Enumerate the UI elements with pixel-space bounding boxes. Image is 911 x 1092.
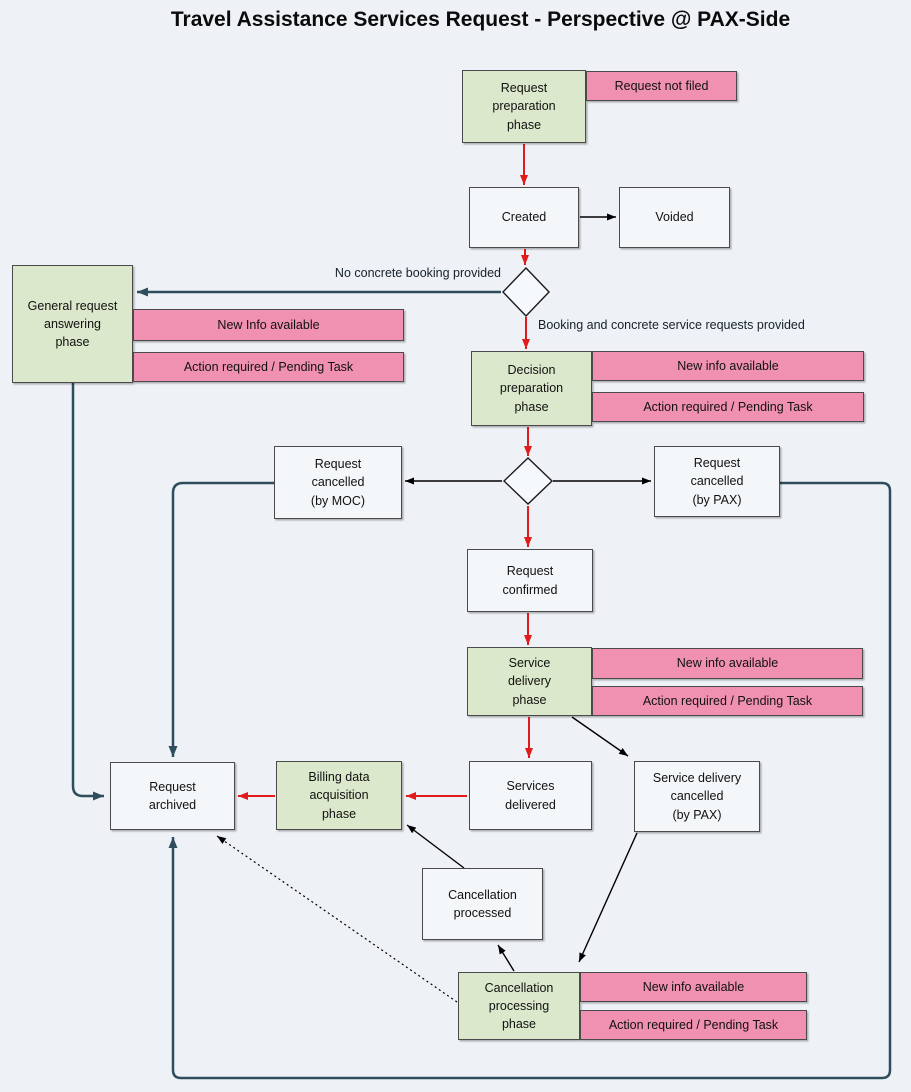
event-grap-new-info-available: New Info available (133, 309, 404, 341)
node-service-delivery-phase: Service delivery phase (467, 647, 592, 716)
node-general-request-answering-phase: General request answering phase (12, 265, 133, 383)
edge-cancelled-moc-to-archived (168, 481, 274, 757)
node-cancellation-processed: Cancellation processed (422, 868, 543, 940)
event-request-not-filed: Request not filed (586, 71, 737, 101)
event-sdp-action-required: Action required / Pending Task (592, 686, 863, 716)
node-request-cancelled-by-pax: Request cancelled (by PAX) (654, 446, 780, 517)
decision-diamond-cancel (502, 457, 554, 505)
decision-diamond-booking (502, 266, 550, 318)
edge-general-answering-to-archived (71, 383, 104, 801)
node-created: Created (469, 187, 579, 248)
node-request-confirmed: Request confirmed (467, 549, 593, 612)
edge-cancelled-pax-to-archived (168, 481, 892, 1080)
edge-cancellation-processing-to-archived-dotted (216, 835, 458, 1003)
edge-label-booking-provided: Booking and concrete service requests pr… (538, 318, 805, 332)
node-cancellation-processing-phase: Cancellation processing phase (458, 972, 580, 1040)
node-service-delivery-cancelled-by-pax: Service delivery cancelled (by PAX) (634, 761, 760, 832)
event-cpp-new-info-available: New info available (580, 972, 807, 1002)
node-request-cancelled-by-moc: Request cancelled (by MOC) (274, 446, 402, 519)
edge-cancellation-processing-to-processed (497, 944, 515, 972)
node-decision-preparation-phase: Decision preparation phase (471, 351, 592, 426)
node-voided: Voided (619, 187, 730, 248)
edge-service-delivery-to-delivery-cancelled (571, 716, 629, 757)
edge-label-no-concrete-booking: No concrete booking provided (334, 266, 501, 280)
node-services-delivered: Services delivered (469, 761, 592, 830)
node-request-archived: Request archived (110, 762, 235, 830)
node-billing-data-acquisition-phase: Billing data acquisition phase (276, 761, 402, 830)
event-dpp-action-required: Action required / Pending Task (592, 392, 864, 422)
edge-delivery-cancelled-to-cancellation-processing (578, 832, 638, 963)
event-dpp-new-info-available: New info available (592, 351, 864, 381)
event-grap-action-required: Action required / Pending Task (133, 352, 404, 382)
event-sdp-new-info-available: New info available (592, 648, 863, 679)
diagram-title: Travel Assistance Services Request - Per… (170, 8, 791, 31)
event-cpp-action-required: Action required / Pending Task (580, 1010, 807, 1040)
node-request-preparation-phase: Request preparation phase (462, 70, 586, 143)
edge-processed-to-billing (406, 824, 465, 869)
